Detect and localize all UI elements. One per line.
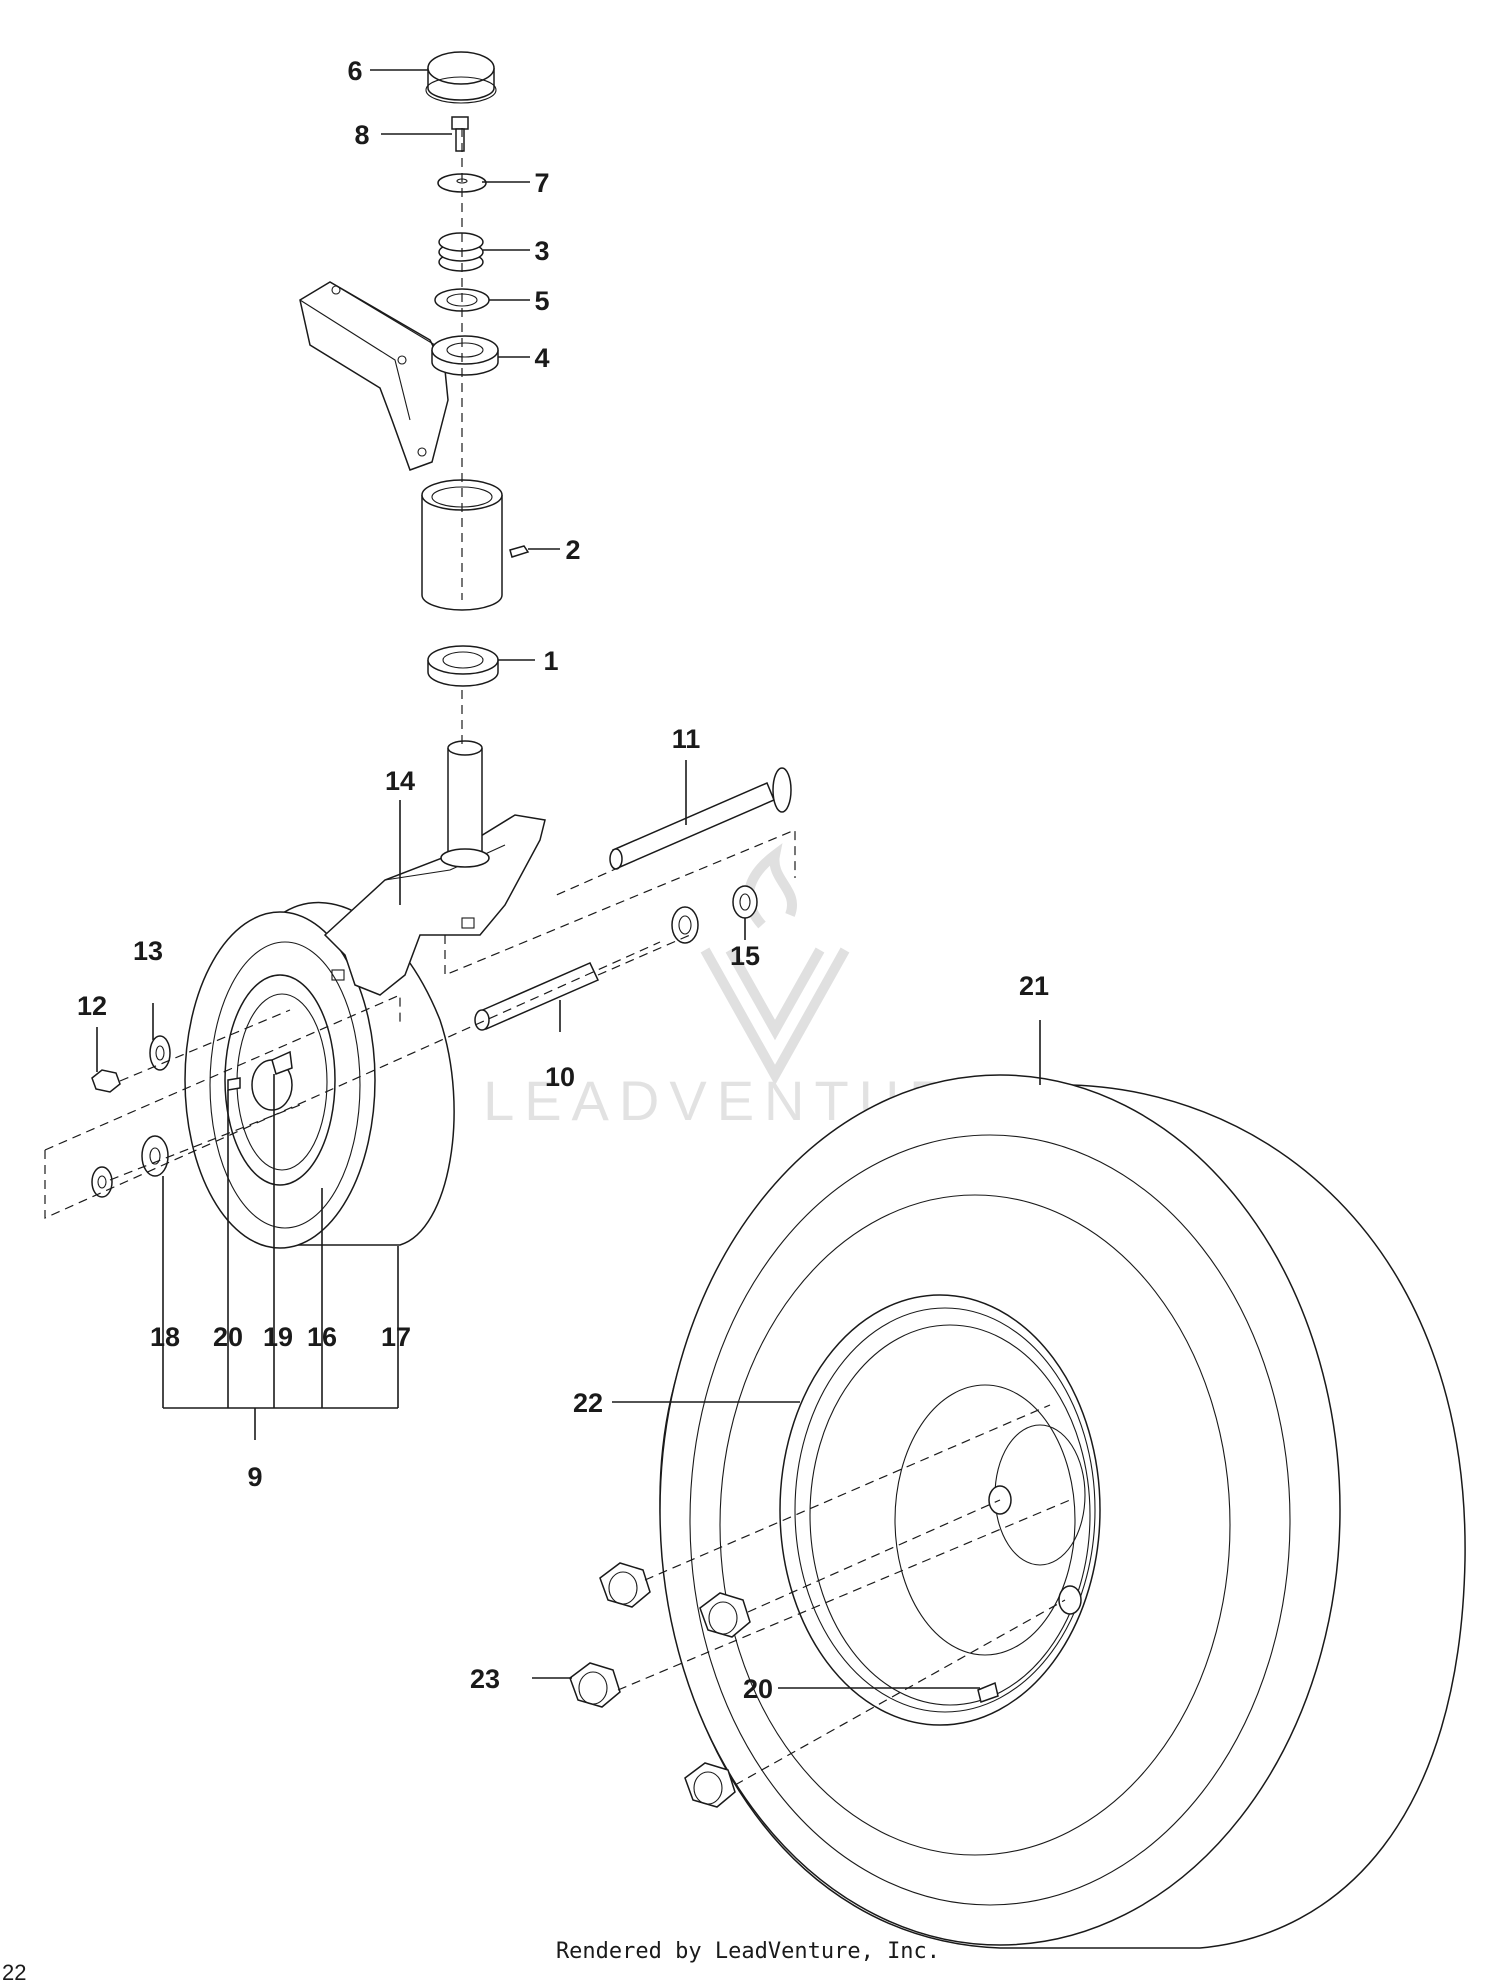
callout-7: 7: [534, 168, 549, 198]
leader-lines: [96, 69, 1041, 1689]
lug-nut: [599, 1562, 651, 1608]
callout-18: 18: [150, 1322, 180, 1352]
spring-washer: [438, 232, 484, 272]
callout-12: 12: [77, 991, 107, 1021]
caster-guides: [44, 128, 796, 1219]
callout-13: 13: [133, 936, 163, 966]
callout-20-caster: 20: [213, 1322, 243, 1352]
page-number: 22: [2, 1960, 26, 1980]
lug-nut: [684, 1762, 736, 1808]
callout-10: 10: [545, 1062, 575, 1092]
callout-19: 19: [263, 1322, 293, 1352]
rendered-by-credit: Rendered by LeadVenture, Inc.: [556, 1939, 940, 1964]
callout-4: 4: [534, 343, 549, 373]
callout-17: 17: [381, 1322, 411, 1352]
lug-nuts: [569, 1562, 751, 1808]
axle-spacer: [474, 962, 600, 1031]
callout-2: 2: [565, 535, 580, 565]
lug-nut: [699, 1592, 751, 1638]
callout-23: 23: [470, 1664, 500, 1694]
callout-6: 6: [347, 56, 362, 86]
callout-15: 15: [730, 941, 760, 971]
bolt: [451, 116, 469, 152]
lug-guides: [617, 1404, 1071, 1786]
callout-5: 5: [534, 286, 549, 316]
callout-20-wheel: 20: [743, 1674, 773, 1704]
callout-8: 8: [354, 120, 369, 150]
callout-21: 21: [1019, 971, 1049, 1001]
callout-9: 9: [247, 1462, 262, 1492]
dust-cap: [425, 51, 497, 104]
axle-bolt: [609, 767, 792, 870]
callout-16: 16: [307, 1322, 337, 1352]
watermark-logo: [700, 843, 850, 1086]
callout-3: 3: [534, 236, 549, 266]
axle-bushings: [671, 885, 758, 944]
caster-wheel: [184, 901, 455, 1249]
caster-yoke: [323, 740, 546, 996]
callout-14: 14: [385, 766, 415, 796]
lug-nut: [569, 1662, 621, 1708]
callout-1: 1: [543, 646, 558, 676]
drive-wheel: [659, 1074, 1466, 1949]
small-nut-washers: [91, 1035, 171, 1198]
upper-bearing: [431, 335, 499, 376]
callout-11: 11: [672, 724, 701, 754]
spindle-housing: [421, 479, 530, 611]
callout-labels: 6 8 7 3 5 4 2 1 11 14 13 12 15 21 10 18 …: [77, 56, 1049, 1704]
lower-bearing: [427, 645, 499, 687]
callout-22: 22: [573, 1388, 603, 1418]
caster-frame-arm: [299, 281, 449, 471]
